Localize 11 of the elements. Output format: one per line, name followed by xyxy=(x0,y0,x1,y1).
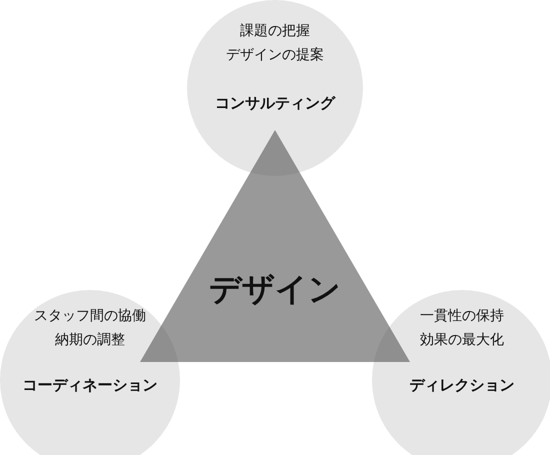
category-heading: コーディネーション xyxy=(22,376,158,395)
category-heading: ディレクション xyxy=(408,376,516,395)
list-item: スタッフ間の協働 xyxy=(33,307,147,325)
center-title: デザイン xyxy=(208,269,342,310)
list-item: 納期の調整 xyxy=(54,331,126,349)
list-item: 効果の最大化 xyxy=(419,331,505,349)
category-heading: コンサルティング xyxy=(214,94,336,113)
circle-node xyxy=(187,0,363,176)
list-item: 一貫性の保持 xyxy=(419,307,505,325)
list-item: デザインの提案 xyxy=(225,46,325,64)
list-item: 課題の把握 xyxy=(239,22,311,40)
